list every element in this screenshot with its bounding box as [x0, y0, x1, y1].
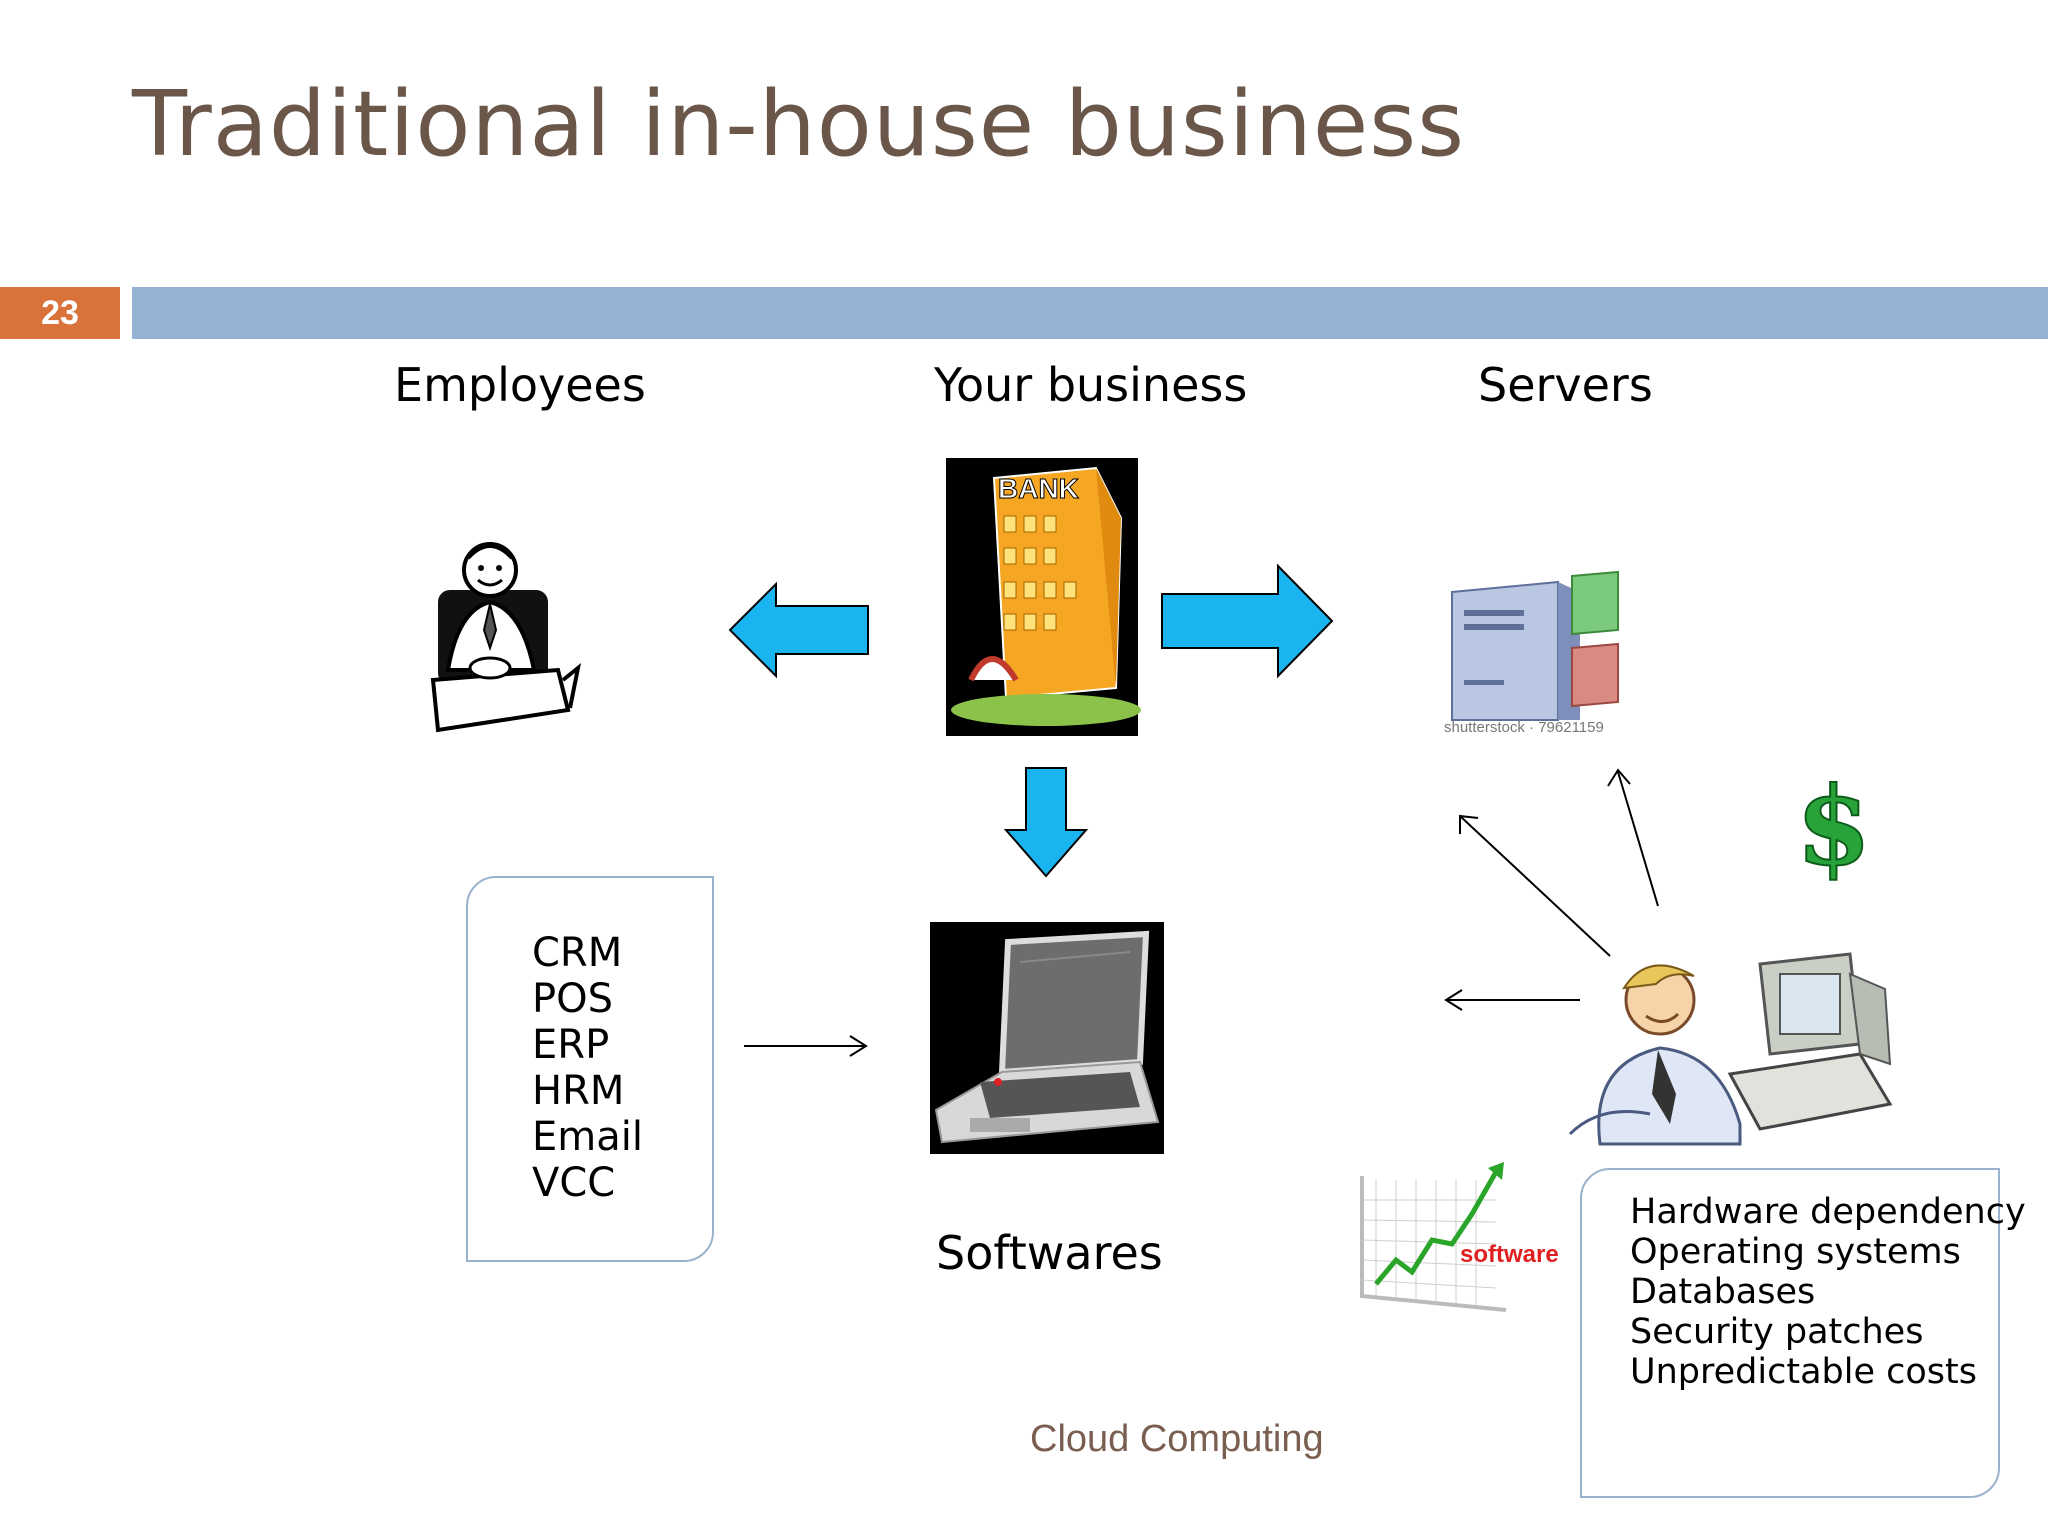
cost-list: Hardware dependency Operating systems Da… [1630, 1192, 2026, 1392]
cost-item-security: Security patches [1630, 1312, 1924, 1352]
servers-label: Servers [1478, 358, 1653, 412]
arrow-businessman-to-servers-right-icon [1607, 768, 1659, 907]
laptop-icon [930, 922, 1164, 1154]
software-item-email: Email [532, 1114, 643, 1160]
bank-sign: BANK [998, 473, 1079, 504]
business-label: Your business [934, 358, 1248, 412]
arrow-businessman-to-laptop-icon [1444, 989, 1580, 1011]
dollar-icon: $ [1795, 763, 1872, 891]
slide-number: 23 [0, 287, 120, 339]
cost-item-os: Operating systems [1630, 1232, 1961, 1272]
software-item-crm: CRM [532, 930, 623, 976]
software-item-pos: POS [532, 976, 613, 1022]
arrow-to-softwares-icon [1003, 767, 1089, 878]
employee-icon [430, 542, 582, 733]
software-list: CRM POS ERP HRM Email VCC [532, 930, 643, 1206]
software-item-erp: ERP [532, 1022, 610, 1068]
server-watermark: shutterstock · 79621159 [1444, 719, 1604, 736]
title-divider-bar [132, 287, 2048, 339]
arrow-to-servers-icon [1161, 563, 1334, 679]
costs-box [1580, 1168, 2000, 1498]
cost-item-databases: Databases [1630, 1272, 1816, 1312]
arrow-to-employees-icon [728, 581, 869, 679]
arrow-list-to-laptop-icon [744, 1035, 868, 1057]
softwares-label: Softwares [936, 1226, 1163, 1280]
svg-text:$: $ [1796, 764, 1871, 890]
growth-chart-icon: software [1360, 1162, 1559, 1312]
software-list-box [466, 876, 714, 1262]
server-icon: shutterstock · 79621159 [1444, 570, 1619, 736]
slide-title: Traditional in-house business [132, 72, 1465, 177]
cost-item-costs: Unpredictable costs [1630, 1352, 1977, 1392]
slide-footer: Cloud Computing [1030, 1418, 1324, 1460]
software-item-vcc: VCC [532, 1160, 616, 1206]
software-item-hrm: HRM [532, 1068, 625, 1114]
businessman-computer-icon [1568, 952, 1893, 1146]
arrow-businessman-to-servers-left-icon [1459, 814, 1611, 957]
employees-label: Employees [394, 358, 646, 412]
growth-chart-label: software [1460, 1241, 1559, 1268]
bank-building-icon: BANK [946, 458, 1141, 736]
cost-item-hardware: Hardware dependency [1630, 1192, 2026, 1232]
